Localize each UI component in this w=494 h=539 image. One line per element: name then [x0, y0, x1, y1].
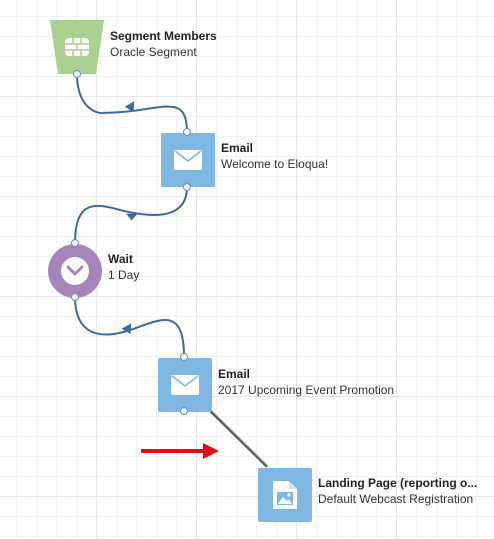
email-2-input-port[interactable]: [180, 353, 188, 361]
segment-icon: [50, 20, 104, 74]
node-subtitle: Welcome to Eloqua!: [221, 157, 329, 171]
connector-email-to-wait[interactable]: [74, 186, 188, 244]
envelope-icon: [171, 375, 199, 395]
landing-page-label[interactable]: Landing Page (reporting o... Default Web…: [318, 475, 477, 507]
chevron-down-icon: [60, 256, 90, 286]
email-2-label[interactable]: Email 2017 Upcoming Event Promotion: [218, 366, 394, 398]
node-title: Segment Members: [110, 29, 217, 43]
email-2-output-port[interactable]: [180, 407, 188, 415]
connector-arrow-icon: [124, 101, 135, 113]
connector-segment-to-email[interactable]: [99, 105, 188, 132]
wait-node[interactable]: [48, 244, 102, 298]
node-subtitle: Oracle Segment: [110, 45, 197, 59]
wait-output-port[interactable]: [71, 293, 79, 301]
email-1-label[interactable]: Email Welcome to Eloqua!: [221, 140, 328, 172]
segment-output-port[interactable]: [73, 70, 81, 78]
node-subtitle: Default Webcast Registration: [318, 492, 474, 506]
envelope-icon: [174, 150, 202, 170]
connector-arrow-icon: [126, 213, 138, 221]
connector-email-to-landing-page[interactable]: [209, 410, 268, 468]
segment-members-label[interactable]: Segment Members Oracle Segment: [110, 28, 217, 60]
landing-page-node[interactable]: [258, 468, 312, 522]
connector-email-to-landing-page-highlight: [210, 409, 269, 467]
email-2-node[interactable]: [158, 358, 212, 412]
annotation-arrow-icon: [141, 443, 219, 459]
node-title: Email: [218, 367, 251, 381]
wait-label[interactable]: Wait 1 Day: [108, 251, 139, 283]
landing-page-icon: [273, 481, 297, 509]
segment-members-node[interactable]: [50, 20, 104, 74]
node-subtitle: 1 Day: [108, 268, 140, 282]
connector-arrow-icon: [121, 323, 132, 335]
email-1-node[interactable]: [161, 133, 215, 187]
node-subtitle: 2017 Upcoming Event Promotion: [218, 383, 395, 397]
node-title: Email: [221, 141, 254, 155]
connector-segment-to-email[interactable]: [76, 73, 101, 114]
email-1-input-port[interactable]: [183, 128, 191, 136]
node-title: Landing Page (reporting o...: [318, 476, 478, 490]
node-title: Wait: [108, 252, 133, 266]
email-1-output-port[interactable]: [183, 183, 191, 191]
wait-input-port[interactable]: [71, 239, 79, 247]
